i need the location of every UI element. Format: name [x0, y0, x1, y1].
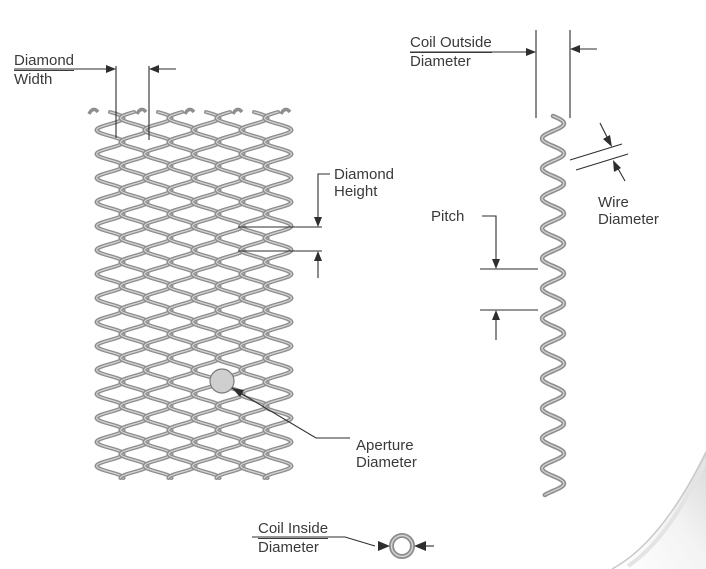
wire-dia-ext-b — [575, 153, 629, 171]
coil-id-leader — [252, 536, 376, 547]
page-curl-icon — [611, 451, 706, 569]
diamond-width-arrow-right — [149, 65, 159, 73]
diamond-width-line1: Diamond — [14, 52, 75, 71]
wire-dia-arrow-bottom — [613, 160, 621, 172]
coil-od-line1: Coil Outside — [410, 34, 492, 53]
diamond-width-label: Diamond Width — [14, 52, 75, 88]
diamond-height-arrow-bottom — [314, 251, 322, 261]
mesh-end-curl — [231, 107, 244, 115]
coil-od-arrow-right — [570, 45, 580, 53]
wire-diameter-line2: Diameter — [598, 211, 659, 228]
wire-dia-arrow-top — [603, 135, 612, 147]
mesh-wire-highlight — [239, 111, 269, 479]
diamond-width-line2: Width — [14, 71, 53, 88]
wire-dia-ext-a — [569, 143, 623, 161]
diamond-height-label: Diamond Height — [334, 166, 394, 200]
coil-od-arrow-left — [526, 48, 536, 56]
pitch-label: Pitch — [431, 208, 465, 225]
diamond-width-arrow-left — [106, 65, 116, 73]
coil-id-arrow-left — [378, 541, 390, 551]
diamond-mesh — [87, 107, 294, 480]
pitch-arrow-top — [492, 259, 500, 269]
pitch-arrow-bottom — [492, 310, 500, 320]
mesh-end-curl — [183, 107, 196, 115]
diamond-height-line2: Height — [334, 183, 378, 200]
diamond-height-line1: Diamond — [334, 166, 395, 183]
single-coil — [539, 113, 567, 498]
wire-diameter-label: Wire Diameter — [598, 194, 659, 228]
mesh-wire-highlight — [191, 111, 221, 479]
arrowheads — [106, 45, 621, 551]
aperture-line1: Aperture — [356, 437, 414, 454]
wire-diameter-line1: Wire — [598, 194, 629, 211]
coil-outside-diameter-label: Coil Outside Diameter — [410, 34, 492, 70]
aperture-circle — [209, 368, 235, 394]
dimension-lines — [14, 30, 629, 547]
coil-id-line2: Diameter — [258, 539, 319, 556]
pitch-leader — [482, 215, 497, 264]
coil-inside-diameter-label: Coil Inside Diameter — [258, 520, 329, 556]
coil-od-line2: Diameter — [410, 53, 471, 70]
mesh-end-curl — [87, 107, 100, 115]
mesh-end-curl — [279, 107, 292, 115]
aperture-diameter-label: Aperture Diameter — [356, 437, 417, 471]
mesh-wire-highlight — [95, 111, 125, 479]
coil-wire-highlight — [541, 115, 565, 496]
aperture-arrow — [232, 388, 244, 397]
aperture-line2: Diameter — [356, 454, 417, 471]
diamond-height-leader — [317, 173, 330, 220]
mesh-end-curl — [135, 107, 148, 115]
mesh-wire-highlight — [143, 111, 173, 479]
coil-id-arrow-right — [414, 541, 426, 551]
mesh-wire-highlight — [263, 111, 293, 479]
aperture-leader — [231, 387, 350, 439]
coil-id-line1: Coil Inside — [258, 520, 329, 539]
coil-ring — [389, 533, 415, 559]
diamond-height-arrow-top — [314, 217, 322, 227]
